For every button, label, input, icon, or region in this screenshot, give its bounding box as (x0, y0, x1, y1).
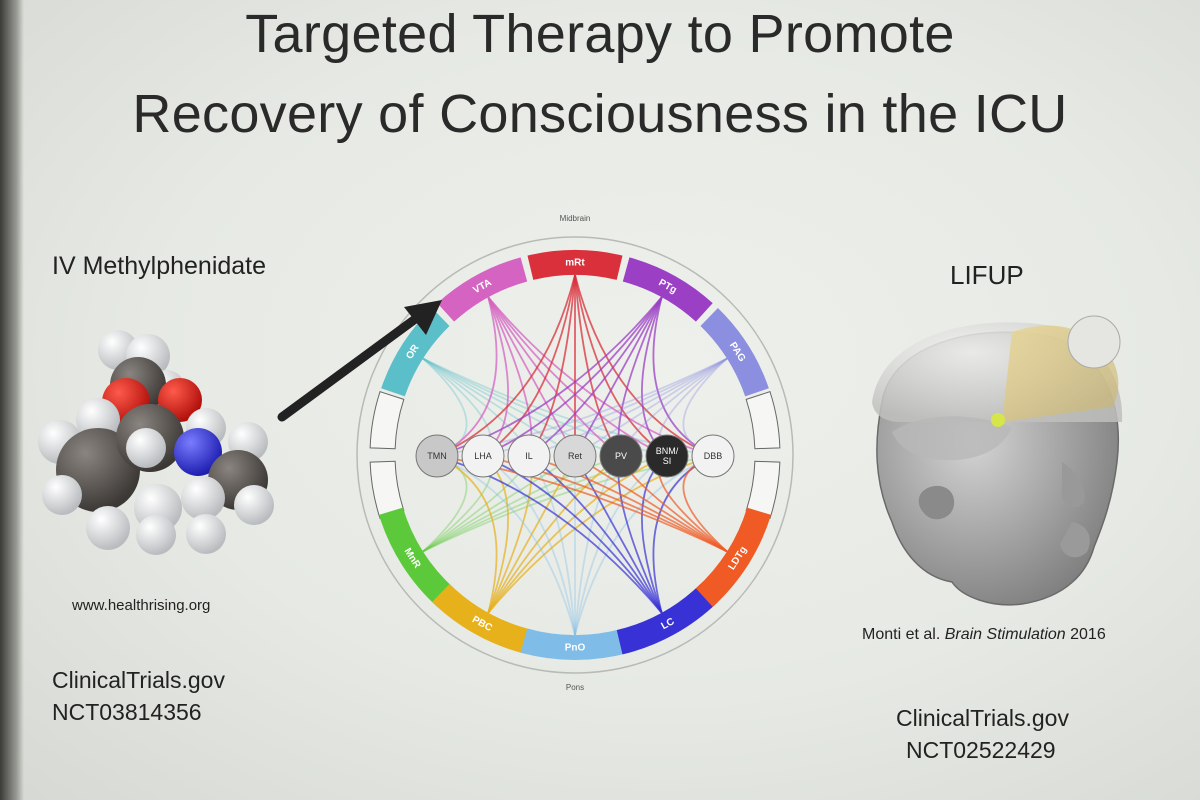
left-trial-id: NCT03814356 (52, 699, 202, 725)
node-label: Ret (568, 451, 583, 461)
citation-authors: Monti et al. (862, 626, 941, 643)
connection-line (482, 296, 663, 457)
top-segment-label: mRt (565, 258, 585, 269)
left-registry: ClinicalTrials.gov (52, 667, 225, 693)
connection-line (482, 455, 663, 614)
bracket-top-right (745, 391, 781, 450)
top-segment-ptg (622, 257, 713, 322)
thalamic-nodes: TMN LHA IL Ret PV BNM/SI DBB (415, 434, 735, 478)
node-pv (599, 434, 643, 478)
top-segment-pag (700, 308, 769, 397)
connection-line (436, 455, 576, 636)
connection-line (487, 455, 668, 614)
bottom-segment-label: PnO (565, 643, 586, 654)
bottom-segment-pbc (432, 584, 534, 655)
head-ultrasound-model-icon (872, 315, 1123, 606)
node-dbb (691, 434, 735, 478)
node-label: SI (663, 456, 672, 466)
connection-line (436, 274, 576, 457)
screen-edge (0, 0, 24, 800)
drug-label: IV Methylphenidate (52, 252, 267, 280)
image-source: www.healthrising.org (72, 597, 211, 614)
node-lha (461, 434, 505, 478)
citation-year: 2016 (1070, 626, 1106, 643)
citation-journal: Brain Stimulation (944, 626, 1066, 643)
node-label: DBB (704, 451, 723, 461)
methylphenidate-molecule-icon (38, 330, 274, 555)
top-segment-mrt (527, 250, 623, 280)
node-ret (553, 434, 597, 478)
node-tmn (415, 434, 459, 478)
top-segment-vta (437, 257, 528, 322)
node-label: BNM/ (656, 446, 679, 456)
right-trial-id: NCT02522429 (906, 737, 1056, 763)
top-caption: Midbrain (560, 214, 591, 223)
device-label: LIFUP (950, 260, 1024, 290)
bottom-segment-lc (616, 584, 718, 655)
node-label: PV (615, 451, 627, 461)
node-label: LHA (474, 451, 492, 461)
bottom-caption: Pons (566, 683, 584, 692)
connection-line (487, 296, 668, 457)
pointer-arrow-icon (277, 300, 442, 422)
right-registry: ClinicalTrials.gov (896, 705, 1069, 731)
top-segment-or (381, 308, 450, 397)
brainstem-connectivity-diagram: Midbrain Pons ORVTAmRtPTgPAGMnRPBCPnOLCL… (356, 214, 794, 692)
node-il (507, 434, 551, 478)
bottom-segment-pno (520, 628, 630, 660)
bracket-top-left (369, 391, 405, 450)
bottom-segment-mnr (378, 507, 455, 607)
title-line-1: Targeted Therapy to Promote (245, 4, 955, 64)
title-line-2: Recovery of Consciousness in the ICU (132, 84, 1068, 144)
bottom-segment-ldtg (695, 507, 772, 607)
node-label: IL (525, 451, 533, 461)
outer-ring (356, 236, 794, 674)
node-label: TMN (427, 451, 447, 461)
citation: Monti et al. Brain Stimulation 2016 (862, 626, 1106, 644)
node-bnm-si (645, 434, 689, 478)
